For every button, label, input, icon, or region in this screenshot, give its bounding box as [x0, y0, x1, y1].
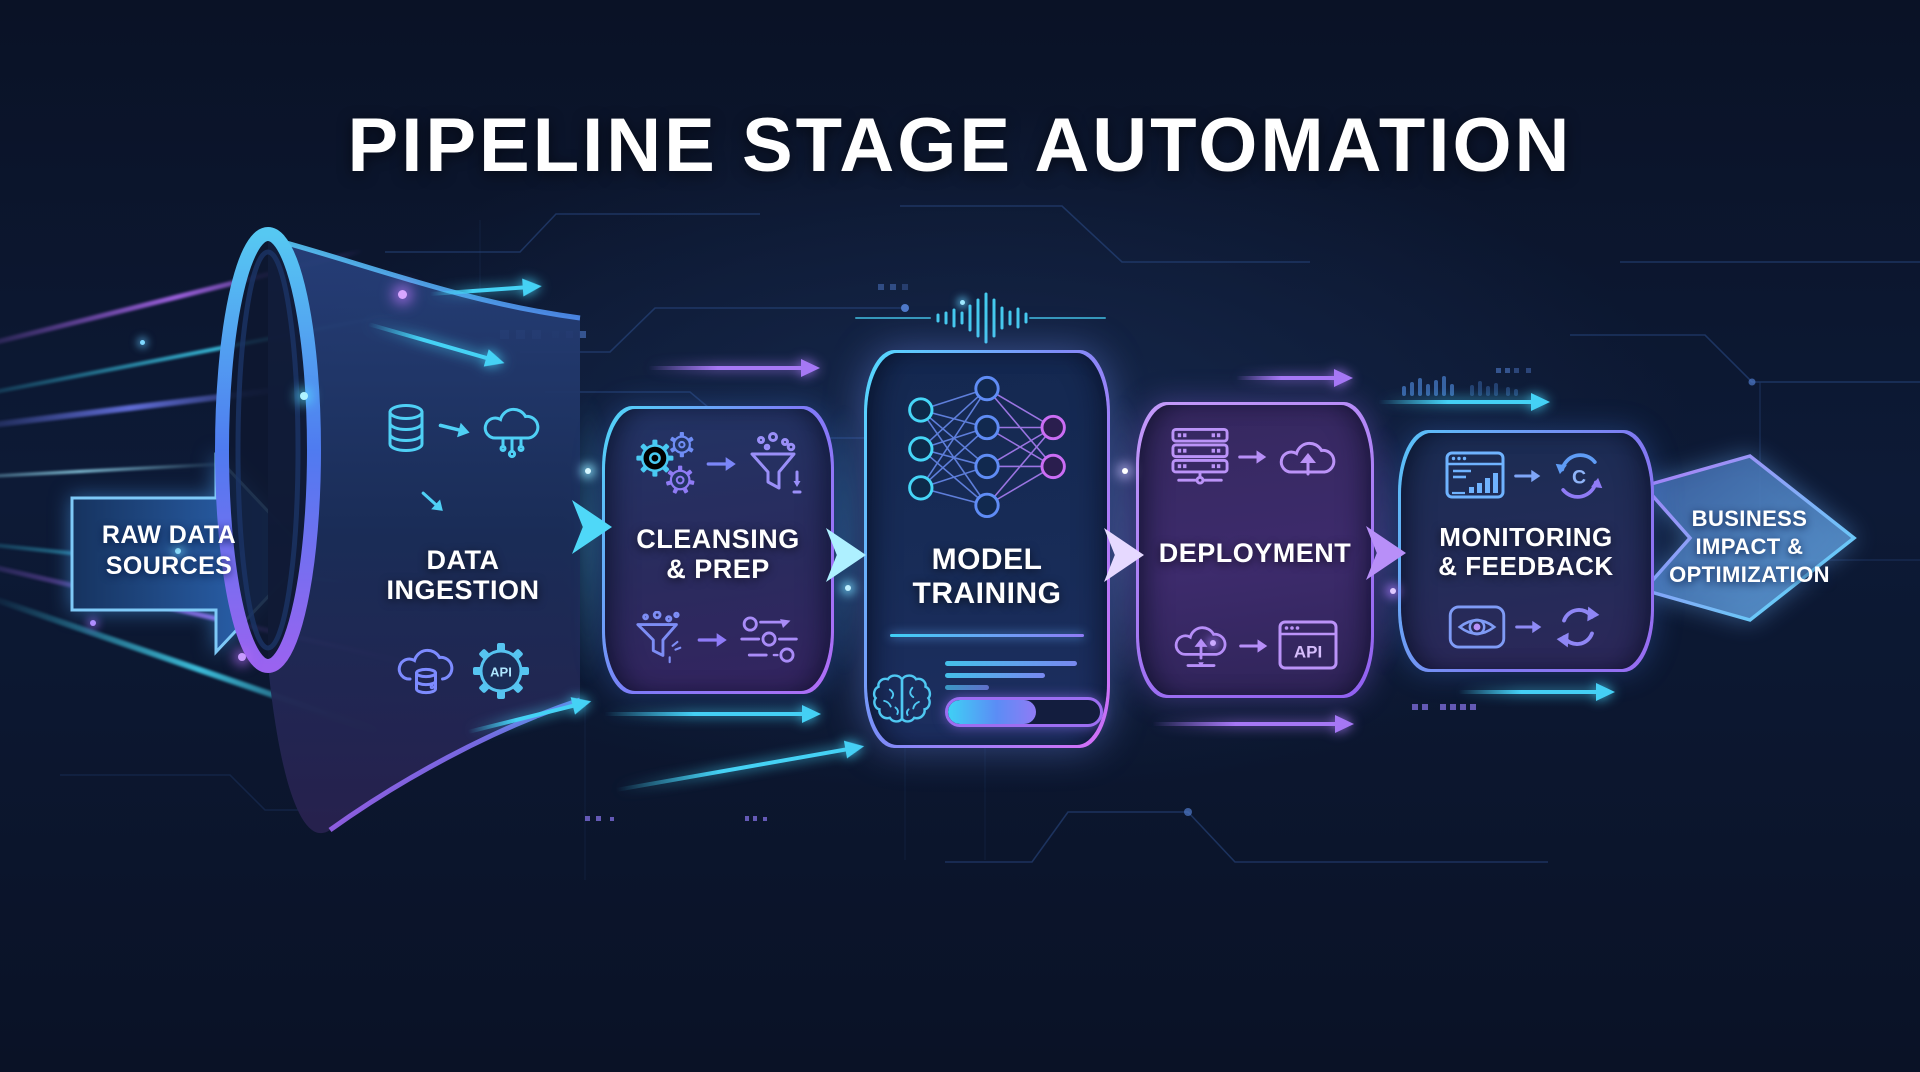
equalizer-decoration	[1402, 376, 1518, 396]
flow-arrow-icon	[706, 457, 736, 471]
sparkle-dot	[845, 585, 851, 591]
flow-arrow	[648, 358, 820, 377]
neural-network-icon	[908, 375, 1066, 519]
gears-icon	[636, 432, 695, 494]
filter-funnel-icon	[750, 432, 802, 494]
sparkle-dot	[585, 468, 591, 474]
api-window-label: API	[1294, 642, 1322, 661]
text-line-decoration	[945, 685, 989, 690]
brain-icon	[872, 674, 932, 723]
cycle-icon-letter: C	[1572, 466, 1586, 488]
data-points-icon	[740, 616, 798, 663]
eye-icon	[1448, 605, 1506, 649]
cloud-database-icon	[397, 648, 454, 695]
flow-arrow-icon	[438, 422, 470, 438]
cloud-connect-icon	[483, 407, 540, 459]
output-arrow-shape	[1642, 454, 1857, 622]
stage-cleansing-prep: CLEANSING & PREP	[602, 406, 834, 694]
text-line-decoration	[945, 661, 1077, 666]
stage-deployment: DEPLOYMENT API	[1136, 402, 1374, 698]
cloud-upload-icon	[1279, 441, 1336, 476]
api-gear-label: API	[490, 664, 512, 679]
sparkle-dot	[300, 392, 308, 400]
filter-funnel-icon	[636, 611, 682, 664]
sparkle-dot	[140, 340, 145, 345]
waveform-decoration	[855, 292, 1106, 344]
training-progress-bar	[945, 697, 1103, 727]
refresh-icon	[1556, 606, 1600, 648]
flow-arrow-icon	[1239, 639, 1268, 653]
stage-label: MONITORING & FEEDBACK	[1438, 521, 1614, 581]
flow-arrow	[1152, 714, 1354, 733]
flow-arrow-icon	[1238, 450, 1267, 464]
page-title: PIPELINE STAGE AUTOMATION	[347, 103, 1573, 188]
sparkle-dot	[1122, 468, 1128, 474]
flow-arrow	[1458, 682, 1615, 701]
sparkle-dot	[1390, 588, 1396, 594]
sparkle-dot	[90, 620, 96, 626]
sparkle-dot	[398, 290, 407, 299]
flow-arrow	[1378, 392, 1550, 411]
sparkle-dot	[1210, 640, 1216, 646]
stage-label: CLEANSING & PREP	[636, 523, 800, 584]
api-gear-icon: API	[473, 642, 529, 699]
stage-model-training: MODEL TRAINING	[864, 350, 1110, 748]
flow-arrow-icon	[1514, 469, 1541, 483]
sparkle-dot	[175, 548, 181, 554]
stage-label: DEPLOYMENT	[1158, 537, 1352, 568]
api-window-icon: API	[1278, 620, 1338, 670]
cycle-icon: C	[1555, 453, 1603, 499]
text-line-decoration	[945, 673, 1045, 678]
flow-arrow	[1236, 368, 1353, 387]
database-icon	[388, 404, 424, 452]
training-progress-fill	[948, 700, 1037, 724]
flow-arrow-icon	[421, 491, 443, 511]
stage-label: MODEL TRAINING	[912, 542, 1062, 610]
stage-monitoring-feedback: C MONITORING & FEEDBACK	[1398, 430, 1654, 672]
output-arrow-label: BUSINESS IMPACT & OPTIMIZATION	[1669, 506, 1830, 588]
dashboard-icon	[1445, 451, 1505, 499]
cloud-upload-icon	[1174, 626, 1227, 667]
sparkle-dot	[238, 653, 246, 661]
stage-data-ingestion: DATA INGESTION	[352, 398, 574, 700]
flow-arrow	[604, 704, 821, 723]
flow-arrow-icon	[697, 633, 727, 647]
stage-label: DATA INGESTION	[386, 545, 540, 606]
server-stack-icon	[1171, 428, 1229, 485]
panel-divider	[889, 634, 1085, 638]
flow-arrow-icon	[1515, 620, 1542, 634]
input-arrow-label: RAW DATA SOURCES	[101, 521, 237, 580]
sparkle-dot	[960, 300, 965, 305]
